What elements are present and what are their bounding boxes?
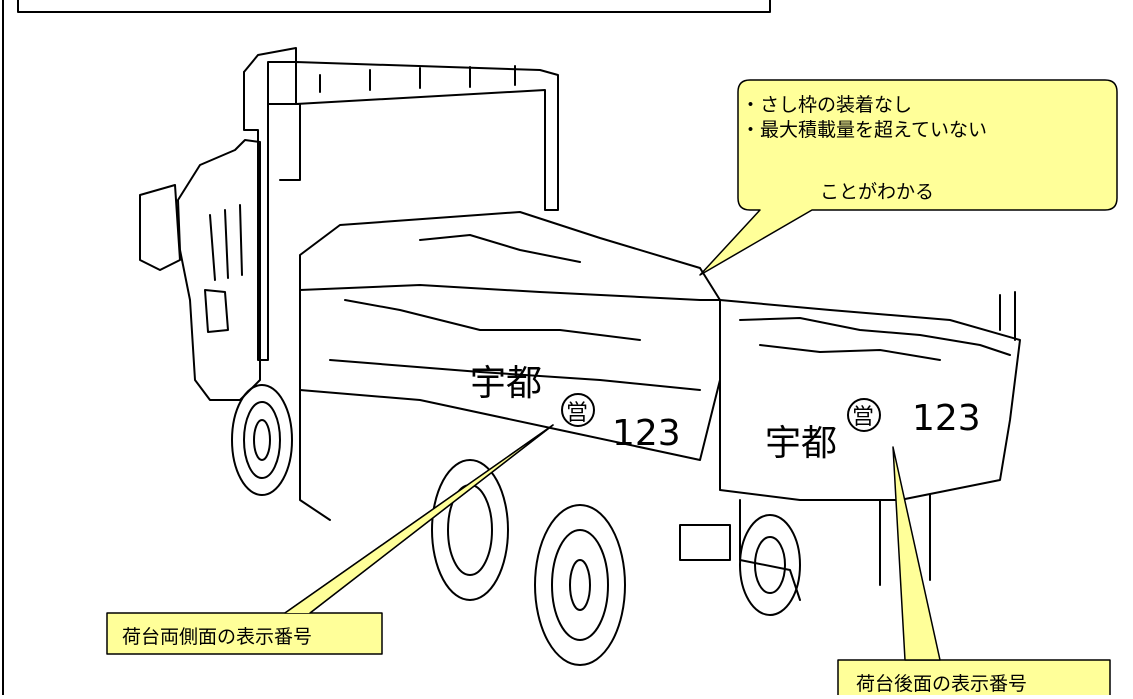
truck-cab	[139, 139, 261, 401]
rear-wheel-1	[431, 459, 509, 601]
side-marking-circled: 営	[566, 401, 588, 426]
rear-wheel-2	[534, 504, 626, 666]
callout-top-line-1: ・さし枠の装着なし	[741, 94, 913, 116]
rear-marking-chars: 宇都	[765, 423, 837, 464]
callout-rear-label: 荷台後面の表示番号	[856, 673, 1028, 695]
callout-top-line-2: ・最大積載量を超えていない	[741, 119, 988, 141]
callout-top-bubble	[699, 79, 1118, 276]
callout-side-label: 荷台両側面の表示番号	[122, 626, 313, 648]
side-marking-chars: 宇都	[470, 363, 542, 404]
callout-top-line-3: ことがわかる	[820, 181, 935, 203]
rear-marking-number: 123	[912, 398, 981, 439]
cargo-body-side	[299, 211, 721, 521]
page-frame	[2, 0, 771, 696]
side-marking: 宇都 営 123	[470, 363, 681, 454]
rear-marking: 宇都 営 123	[765, 398, 981, 464]
callout-side-bubble	[106, 424, 554, 655]
cargo-body-rear	[679, 291, 1021, 601]
rear-wheel-3	[739, 514, 801, 616]
crane-frame	[243, 47, 559, 361]
callout-rear-bubble	[837, 446, 1111, 699]
front-wheel	[231, 384, 293, 496]
rear-marking-circled: 営	[852, 405, 874, 430]
side-marking-number: 123	[612, 413, 681, 454]
